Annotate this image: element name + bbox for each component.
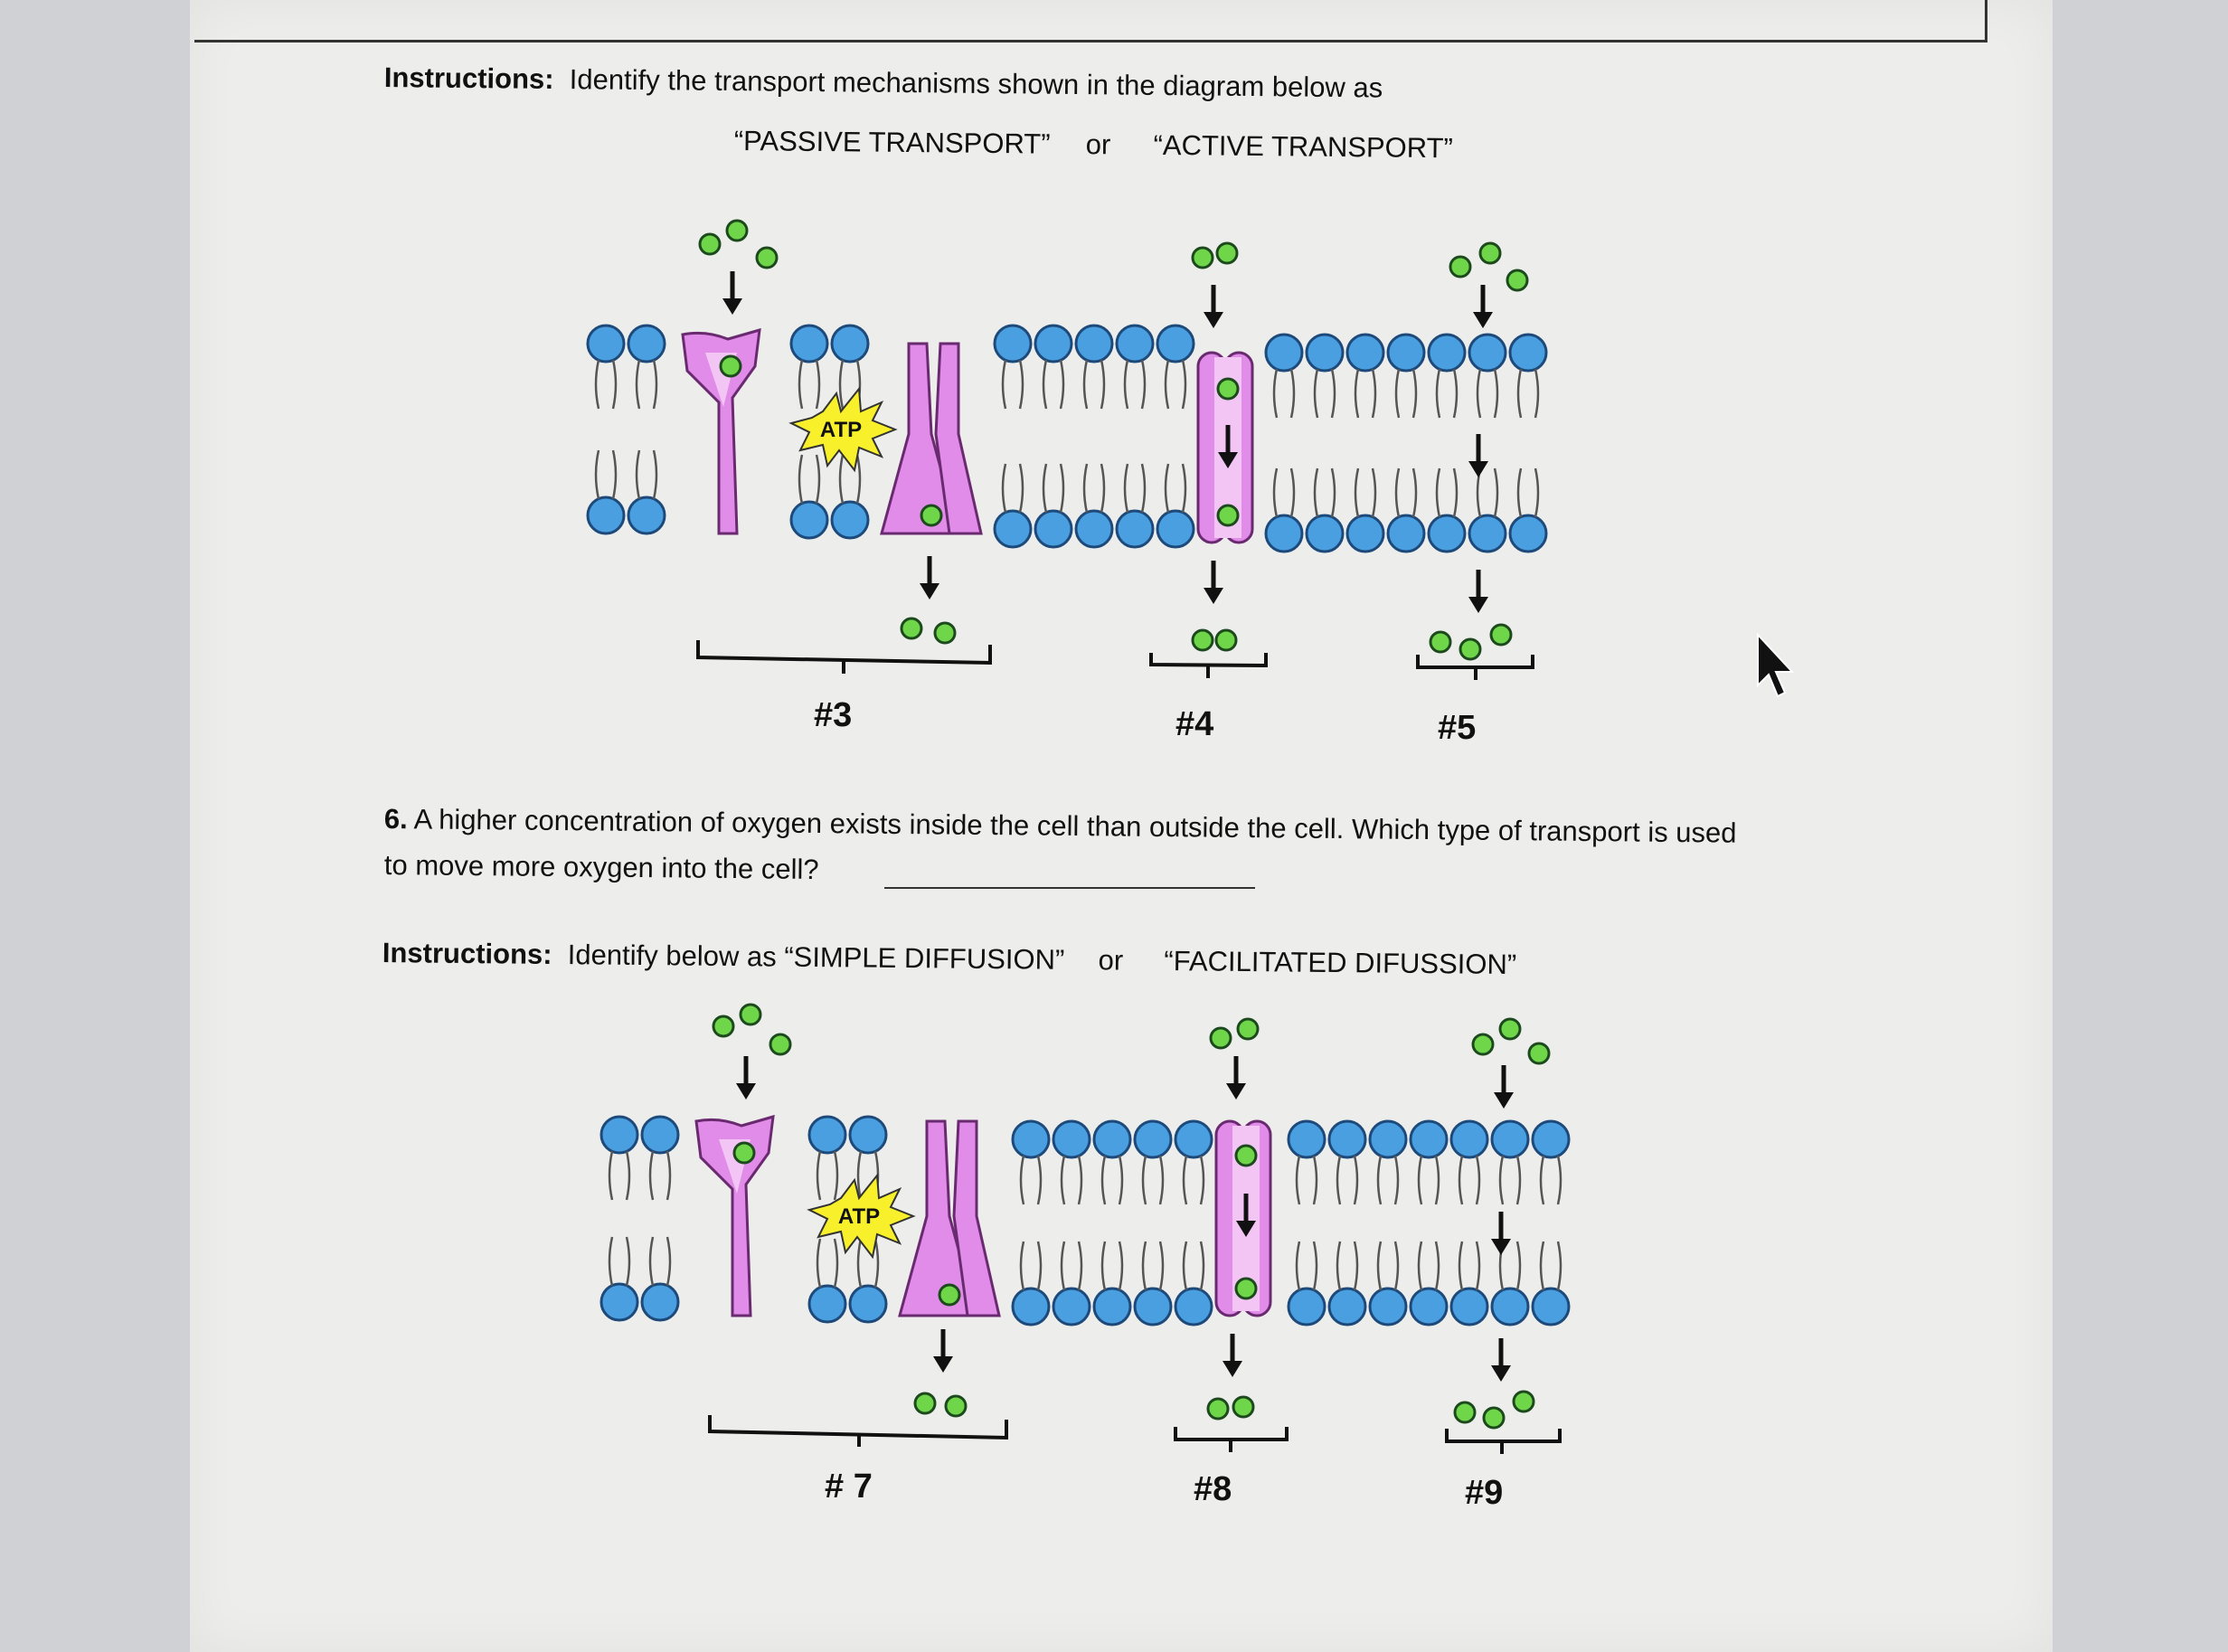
arrows-out-1 — [920, 556, 1488, 613]
label-9: #9 — [1465, 1476, 1503, 1510]
channel-protein-2b — [1216, 1121, 1270, 1316]
instructions-2-or: or — [1098, 944, 1123, 976]
molecules-inside-1 — [902, 618, 1511, 659]
label-5: #5 — [1438, 711, 1476, 745]
instructions-2-label: Instructions: — [382, 937, 552, 970]
atp-label-1: ATP — [820, 418, 862, 442]
question-6-line2: to move more oxygen into the cell? — [384, 851, 819, 883]
instructions-2-option-b: “FACILITATED DIFUSSION” — [1164, 945, 1516, 980]
answer-blank-6[interactable] — [884, 887, 1255, 889]
question-6-number: 6. — [384, 803, 408, 835]
option-active: “ACTIVE TRANSPORT” — [1153, 129, 1453, 164]
brackets-2 — [710, 1415, 1560, 1454]
instructions-1-options: “PASSIVE TRANSPORT” or “ACTIVE TRANSPORT… — [734, 127, 1453, 162]
pump-protein-2 — [696, 1117, 773, 1316]
atp-burst-icon-2: ATP — [809, 1175, 913, 1257]
mouse-cursor-icon — [1754, 633, 1799, 705]
membrane-diagram-1: ATP — [570, 208, 1591, 750]
brackets-1 — [698, 640, 1533, 680]
arrows-out-2 — [933, 1329, 1511, 1382]
previous-answer-box — [194, 0, 1987, 42]
atp-label-2: ATP — [838, 1204, 880, 1229]
label-4: #4 — [1175, 707, 1213, 741]
molecules-outside-1 — [700, 221, 1527, 290]
label-8: #8 — [1194, 1472, 1232, 1506]
instructions-1-label: Instructions: — [384, 61, 554, 95]
pump-protein-1 — [683, 330, 760, 533]
instructions-2-text: Identify below as “SIMPLE DIFFUSION” — [568, 939, 1065, 976]
channel-protein-1b — [1198, 353, 1252, 543]
channel-protein-1a — [882, 344, 981, 533]
channel-protein-2a — [900, 1121, 999, 1316]
option-or: or — [1086, 128, 1111, 160]
label-7: # 7 — [825, 1469, 873, 1504]
membrane-diagram-2: ATP — [583, 995, 1605, 1537]
label-3: #3 — [814, 698, 852, 732]
molecules-outside-2 — [713, 1005, 1549, 1063]
option-passive: “PASSIVE TRANSPORT” — [734, 125, 1051, 160]
